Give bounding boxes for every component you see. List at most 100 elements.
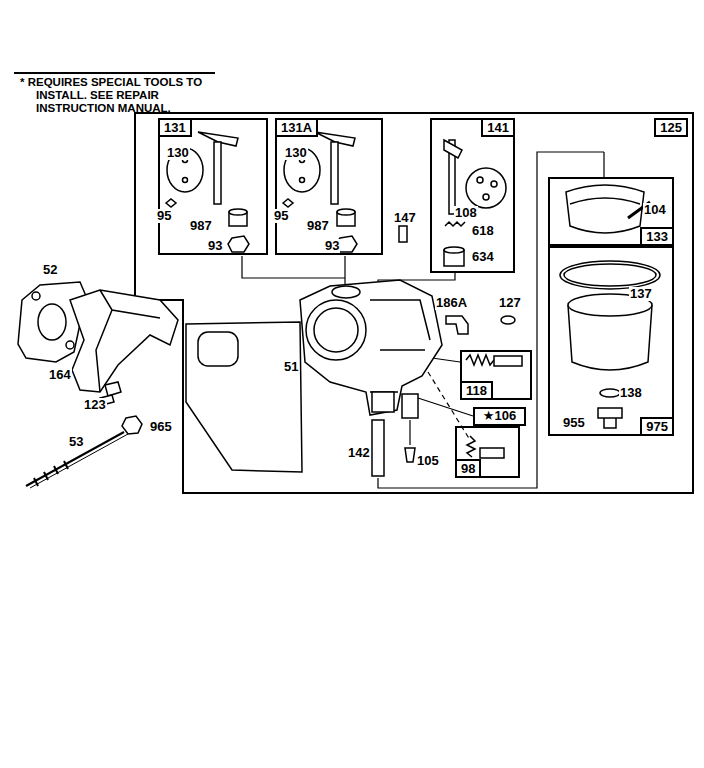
carburetor-body (300, 280, 442, 415)
group-number: 98 (455, 459, 481, 478)
stud-53 (34, 461, 68, 486)
callout-number: 93 (324, 239, 340, 253)
choke-parts (399, 226, 407, 242)
frame-line (14, 72, 215, 74)
throttle-parts (283, 199, 293, 207)
group-number: 125 (654, 118, 688, 137)
callout-number: 955 (562, 416, 586, 430)
plate-51 (198, 332, 238, 366)
choke-parts (445, 222, 465, 226)
carburetor-body (306, 300, 366, 360)
small-parts (405, 448, 415, 462)
throttle-parts (183, 178, 188, 183)
group-number: 133 (640, 227, 674, 246)
group-number: 141 (481, 118, 515, 137)
callout-number: 634 (471, 250, 495, 264)
group-number: 118 (460, 381, 493, 400)
float-bowl-parts (560, 185, 660, 428)
throttle-parts (337, 209, 355, 215)
small-parts (402, 394, 418, 418)
callout-number: 987 (306, 219, 330, 233)
carburetor-body (372, 392, 394, 412)
bolt-123 (105, 382, 121, 396)
callout-number: 987 (189, 219, 213, 233)
nut-965 (122, 416, 142, 434)
callout-number: 104 (643, 203, 667, 217)
plate-51 (186, 322, 302, 472)
callout-number: 95 (156, 209, 172, 223)
callout-number: 130 (166, 146, 190, 160)
stud-53 (30, 434, 128, 488)
choke-parts (491, 181, 497, 187)
choke-parts (399, 140, 506, 266)
small-parts (372, 420, 384, 476)
callout-number: 123 (83, 398, 107, 412)
leader-line (603, 152, 604, 177)
leader-line (418, 398, 473, 416)
small-parts (494, 356, 522, 366)
float-bowl-parts (570, 198, 640, 204)
plate-51 (186, 322, 302, 472)
callout-number: 137 (629, 287, 653, 301)
leader-line (409, 420, 410, 445)
throttle-parts (229, 209, 247, 215)
small-parts (446, 316, 468, 334)
float-bowl-parts (566, 185, 644, 233)
callout-number: 108 (454, 206, 478, 220)
small-parts (466, 355, 494, 365)
small-parts (467, 436, 475, 457)
float-bowl-parts (560, 261, 660, 289)
choke-parts (466, 168, 506, 208)
carburetor-body (300, 280, 442, 415)
frame-line (14, 73, 693, 493)
callout-box: ★106 (473, 407, 526, 426)
small-parts (480, 448, 504, 458)
group-number: ★106 (475, 409, 524, 423)
callout-number: 93 (207, 239, 223, 253)
callout-number: 147 (393, 211, 417, 225)
gasket-52 (18, 282, 86, 362)
callout-number: 965 (149, 420, 173, 434)
callout-number: 105 (416, 454, 440, 468)
callout-number: 130 (284, 146, 308, 160)
choke-parts (477, 177, 483, 183)
throttle-parts (214, 142, 221, 204)
callout-number: 164 (48, 368, 72, 382)
float-bowl-parts (564, 264, 656, 286)
float-bowl-parts (598, 408, 622, 428)
carburetor-body (332, 286, 360, 298)
carburetor-body (370, 300, 430, 392)
throttle-parts (166, 199, 176, 207)
callout-number: 618 (471, 224, 495, 238)
gasket-52 (18, 282, 86, 362)
gasket-52 (66, 341, 74, 349)
callout-number: 52 (42, 263, 58, 277)
small-parts (372, 316, 522, 476)
throttle-parts (166, 132, 357, 252)
callout-number: 53 (68, 435, 84, 449)
intake-164 (70, 290, 178, 392)
gasket-52 (32, 292, 40, 300)
choke-parts (483, 194, 489, 200)
float-bowl-parts (600, 389, 620, 397)
callout-number: 127 (498, 296, 522, 310)
gasket-52 (38, 304, 66, 340)
group-number: 131A (275, 118, 318, 137)
group-box: 131A (275, 118, 383, 255)
callout-number: 51 (283, 360, 299, 374)
note-text: * REQUIRES SPECIAL TOOLS TO INSTALL. SEE… (20, 76, 225, 115)
leader-line (432, 358, 460, 362)
callout-number: 138 (619, 386, 643, 400)
intake-164 (70, 290, 178, 392)
callout-number: 142 (347, 446, 371, 460)
throttle-parts (300, 178, 305, 183)
carburetor-body (314, 308, 358, 352)
stud-53 (26, 432, 128, 488)
choke-parts (444, 247, 464, 253)
callout-number: 95 (273, 209, 289, 223)
nut-965 (122, 416, 142, 434)
callout-number: 186A (435, 296, 468, 310)
group-box: 125131131A141133975118★10698 (135, 113, 693, 493)
throttle-parts (331, 142, 338, 204)
